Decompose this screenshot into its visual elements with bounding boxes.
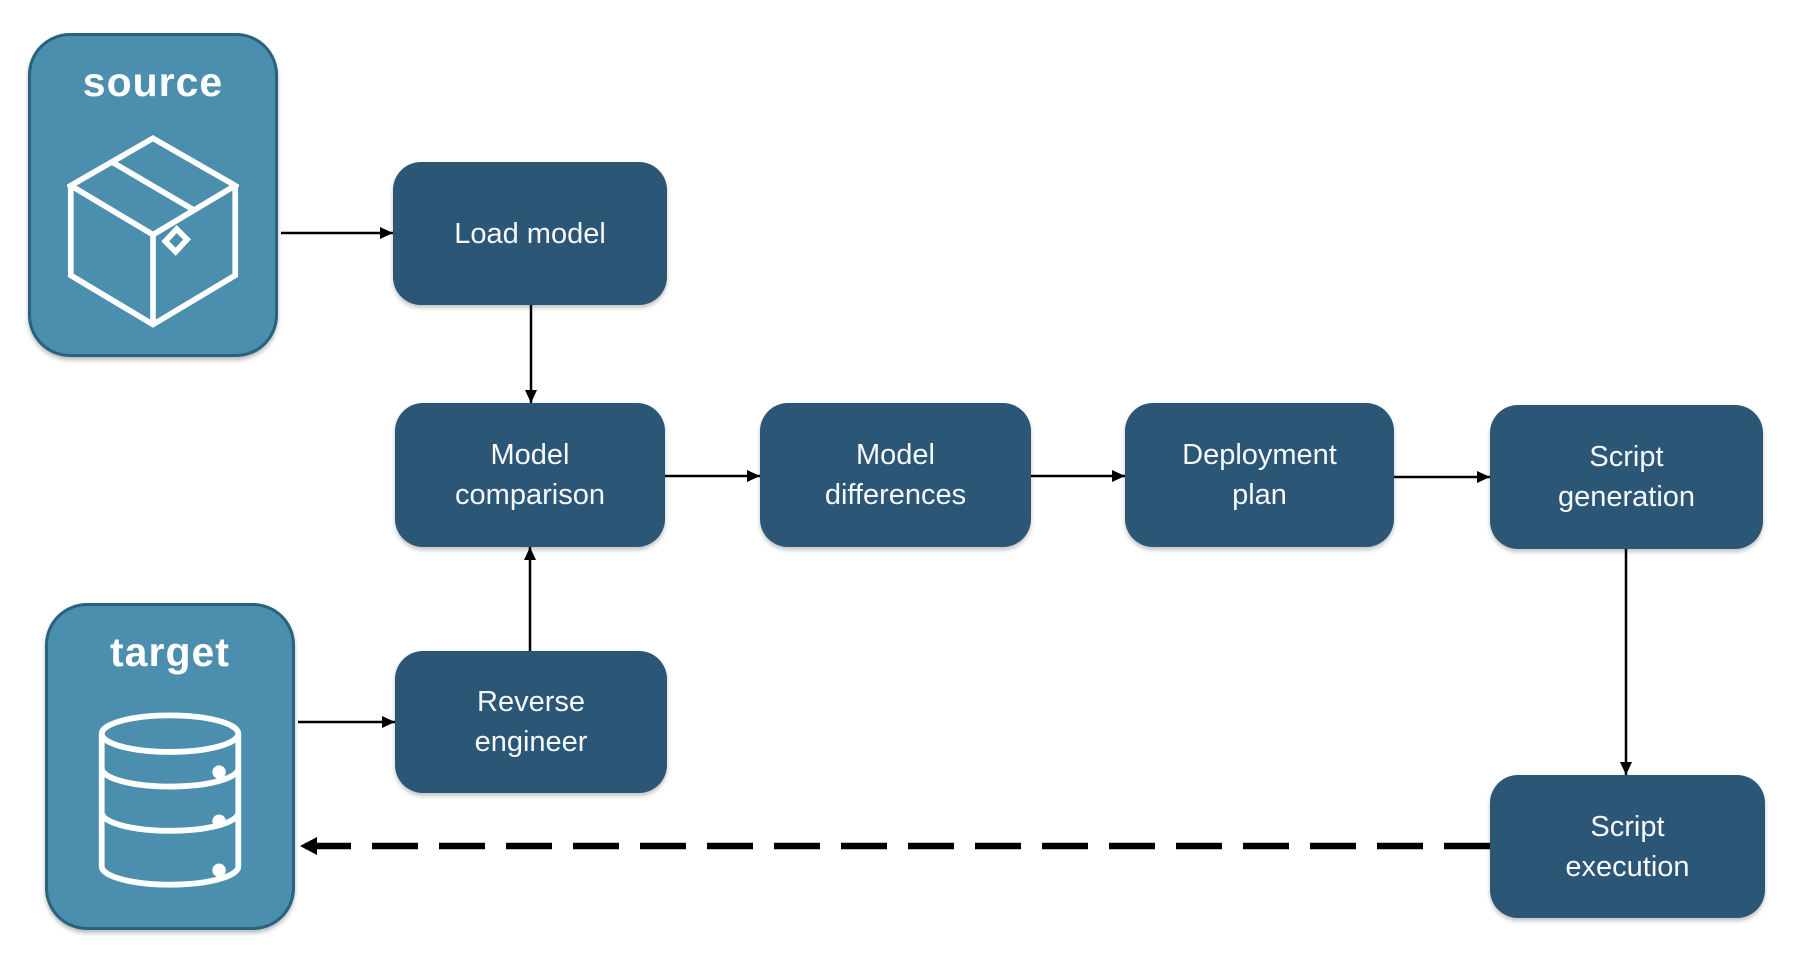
database-icon <box>98 712 242 888</box>
node-script-execution-label: Script execution <box>1565 810 1690 883</box>
node-load-model: Load model <box>393 162 667 305</box>
node-model-comparison-label: Model comparison <box>455 439 605 511</box>
node-script-generation: Script generation <box>1490 405 1763 549</box>
node-script-execution: Script execution <box>1490 775 1765 918</box>
target-label: target <box>110 629 230 675</box>
source-icon-wrap <box>31 105 275 354</box>
node-reverse-engineer-label: Reverse engineer <box>474 686 588 758</box>
node-deployment-plan-label: Deployment plan <box>1182 439 1337 511</box>
source-label: source <box>82 59 224 105</box>
node-load-model-label: Load model <box>454 217 606 250</box>
node-model-comparison: Model comparison <box>395 403 665 547</box>
node-reverse-engineer: Reverse engineer <box>395 651 667 793</box>
endpoint-source: source <box>28 33 278 357</box>
node-model-differences: Model differences <box>760 403 1031 547</box>
node-model-differences-label: Model differences <box>824 439 967 511</box>
package-icon <box>67 134 239 328</box>
node-script-generation-label: Script generation <box>1557 441 1696 513</box>
node-deployment-plan: Deployment plan <box>1125 403 1394 547</box>
target-icon-wrap <box>48 675 292 927</box>
endpoint-target: target <box>45 603 295 930</box>
